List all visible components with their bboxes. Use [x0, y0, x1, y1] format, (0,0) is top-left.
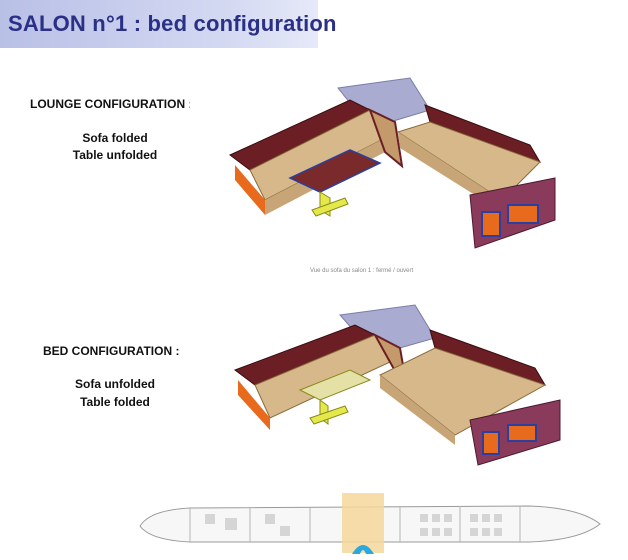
location-marker-icon: [352, 545, 374, 554]
lounge-configuration-illustration: [229, 77, 556, 249]
bed-heading: BED CONFIGURATION :: [43, 344, 180, 358]
render-caption: Vue du sofa du salon 1 : fermé / ouvert: [310, 268, 414, 274]
lounge-line-1: Sofa folded: [82, 131, 148, 145]
bed-line-2: Table folded: [80, 395, 150, 409]
bed-line-1: Sofa unfolded: [75, 377, 155, 391]
bed-configuration-illustration: [233, 304, 561, 466]
lounge-heading: LOUNGE CONFIGURATION :: [30, 97, 193, 111]
lounge-line-2: Table unfolded: [72, 148, 158, 162]
title-banner: [0, 0, 318, 48]
aircraft-plan: [139, 493, 601, 554]
page-title: SALON n°1 : bed configuration: [8, 11, 337, 36]
